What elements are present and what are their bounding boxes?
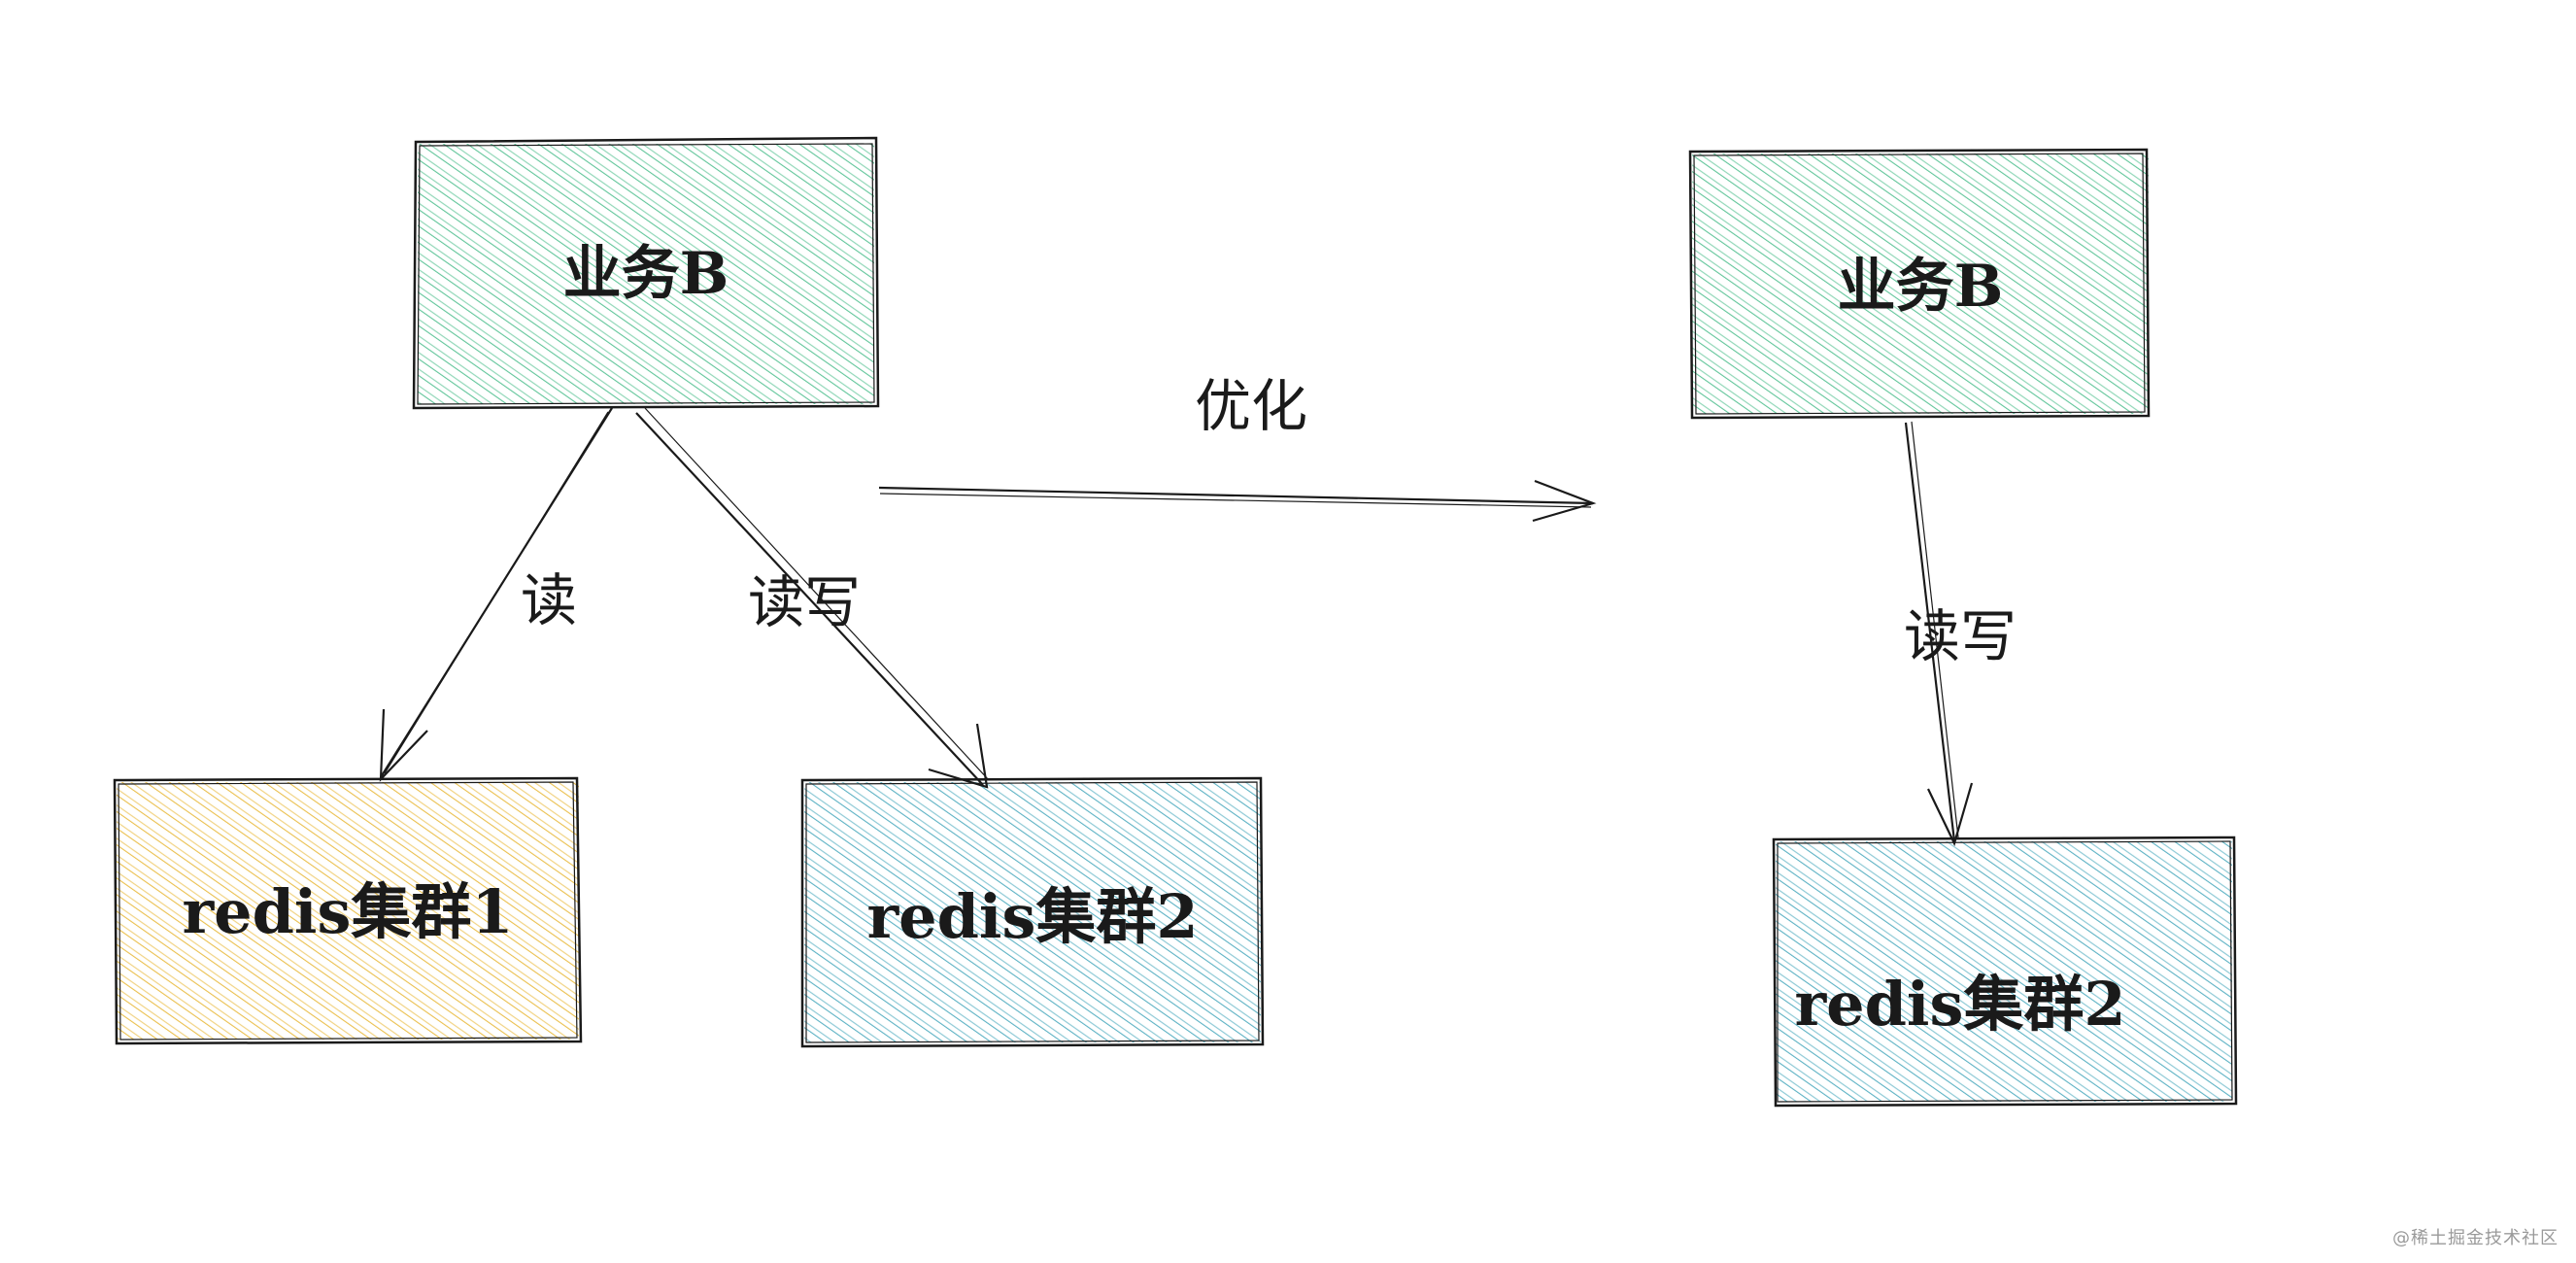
right-business-label: 业务B [1838,253,2004,321]
left-redis-cluster-2-node: redis集群2 [800,776,1265,1048]
optimize-label: 优化 [1195,373,1307,439]
redis-cluster-1-label: redis集群1 [182,876,513,947]
watermark-text: @稀土掘金技术社区 [2392,1228,2559,1248]
right-redis-cluster-2-label: redis集群2 [1794,969,2125,1040]
read-edge-label: 读 [521,567,577,633]
right-business-node: 业务B [1688,148,2151,420]
left-redis-cluster-1-node: redis集群1 [113,776,583,1045]
read-write-arrow-left [635,407,990,789]
left-business-node: 业务B [412,136,880,410]
right-redis-cluster-2-node: redis集群2 [1772,836,2238,1108]
left-business-label: 业务B [563,240,729,308]
read-write-edge-label-left: 读写 [748,569,861,635]
optimize-arrow [878,479,1597,523]
read-arrow [379,407,613,782]
left-redis-cluster-2-label: redis集群2 [866,881,1198,952]
read-write-edge-label-right: 读写 [1904,603,2017,669]
